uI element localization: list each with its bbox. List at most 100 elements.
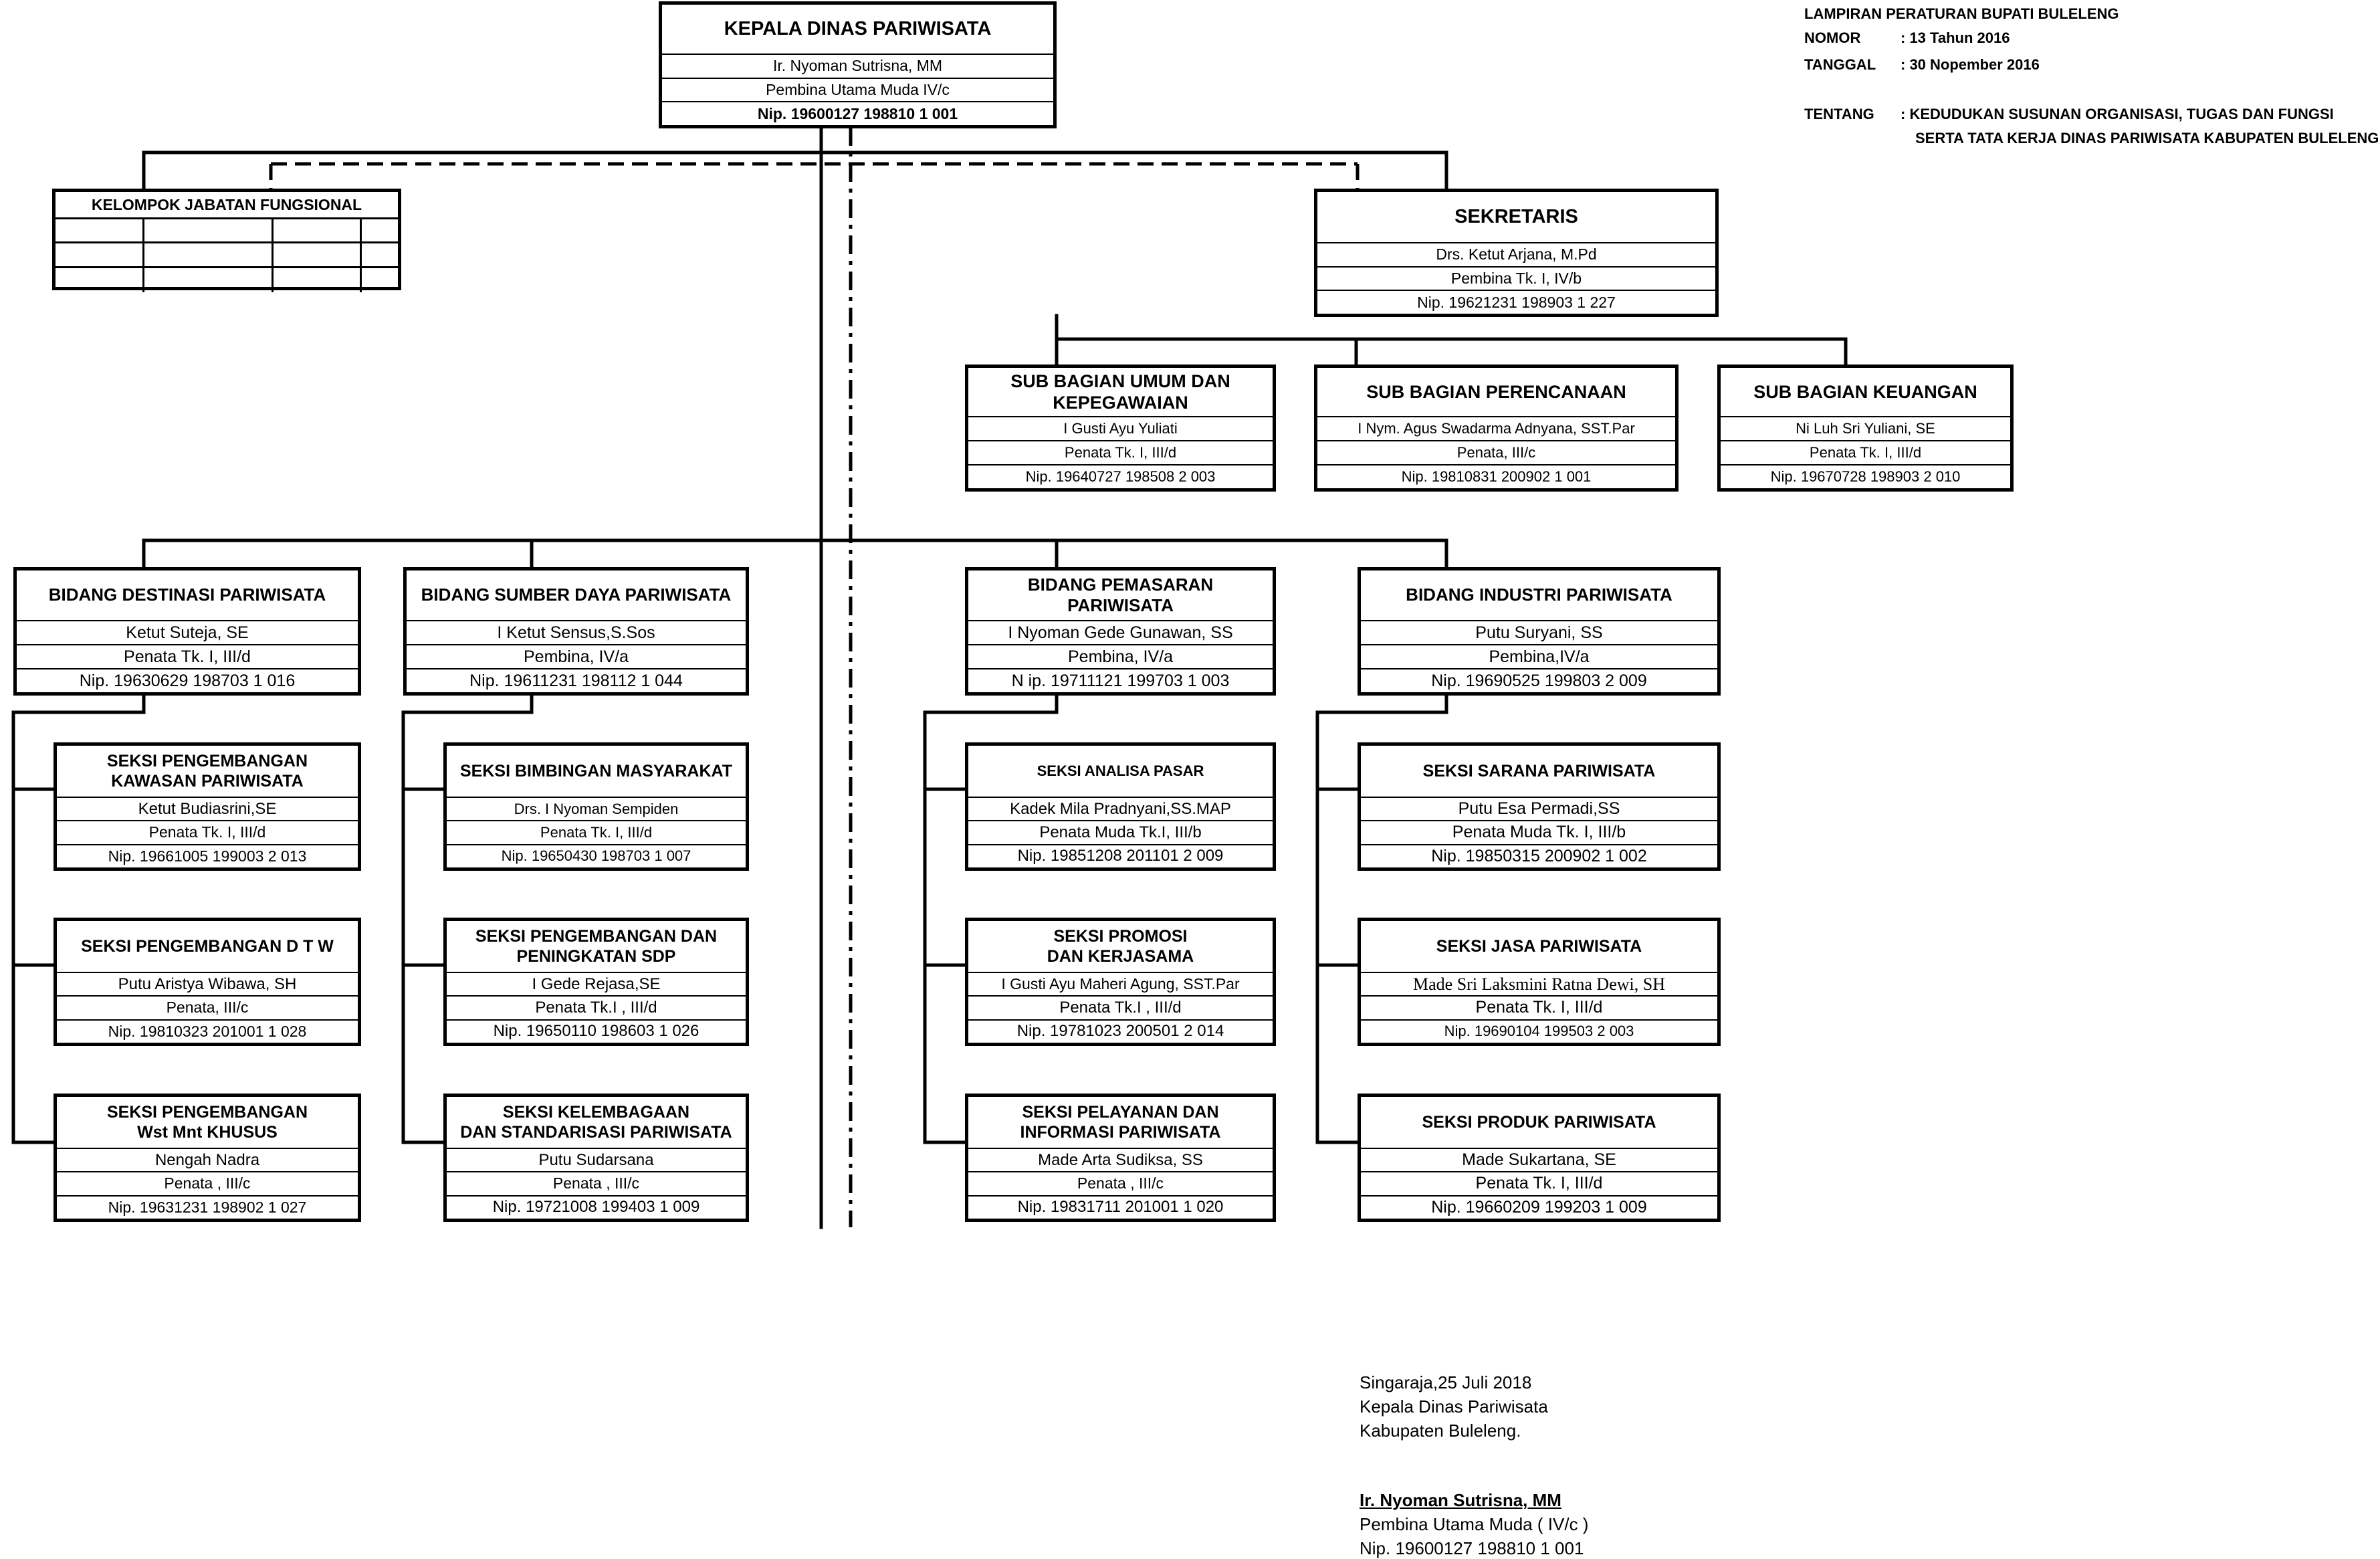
bidang-name: Ketut Suteja, SE <box>17 621 358 645</box>
signature-place-date: Singaraja,25 Juli 2018 <box>1360 1372 1532 1392</box>
seksi-title-line-2: KAWASAN PARIWISATA <box>111 772 304 791</box>
subbagian-keuangan-box: SUB BAGIAN KEUANGAN Ni Luh Sri Yuliani, … <box>1717 365 2014 492</box>
bidang-rank: Pembina, IV/a <box>407 645 746 669</box>
bidang-title: BIDANG DESTINASI PARIWISATA <box>17 570 358 621</box>
seksi-box: SEKSI PENGEMBANGAN Wst Mnt KHUSUS Nengah… <box>53 1094 361 1222</box>
seksi-title-line-1: SEKSI SARANA PARIWISATA <box>1422 762 1656 781</box>
seksi-rank: Penata Tk. I, III/d <box>1361 1172 1717 1197</box>
seksi-title-line-1: SEKSI ANALISA PASAR <box>1037 762 1204 779</box>
seksi-rank: Penata Tk. I, III/d <box>1361 997 1717 1021</box>
tentang-value-1: : KEDUDUKAN SUSUNAN ORGANISASI, TUGAS DA… <box>1901 106 2334 122</box>
signature-region: Kabupaten Buleleng. <box>1360 1421 1521 1441</box>
seksi-box: SEKSI PELAYANAN DAN INFORMASI PARIWISATA… <box>965 1094 1276 1222</box>
subbagian-nip: Nip. 19670728 198903 2 010 <box>1770 468 1961 485</box>
seksi-title: SEKSI BIMBINGAN MASYARAKAT <box>447 746 746 798</box>
seksi-title-line-2: Wst Mnt KHUSUS <box>137 1123 278 1142</box>
subbagian-title: SUB BAGIAN KEUANGAN <box>1721 368 2010 417</box>
subbagian-name: I Gusti Ayu Yuliati <box>968 417 1273 441</box>
seksi-title-line-1: SEKSI PROMOSI <box>1053 927 1188 946</box>
seksi-box: SEKSI SARANA PARIWISATA Putu Esa Permadi… <box>1358 742 1721 871</box>
subbagian-title: SUB BAGIAN PERENCANAAN <box>1317 368 1675 417</box>
tanggal-value: : 30 Nopember 2016 <box>1901 56 2040 73</box>
seksi-rank: Penata Muda Tk.I, III/b <box>968 821 1273 845</box>
signature-position: Kepala Dinas Pariwisata <box>1360 1396 1548 1417</box>
bidang-nip: N ip. 19711121 199703 1 003 <box>1011 671 1230 690</box>
bidang-nip: Nip. 19611231 198112 1 044 <box>469 671 683 690</box>
seksi-rank: Penata Tk. I, III/d <box>57 821 358 845</box>
seksi-nip: Nip. 19650110 198603 1 026 <box>493 1022 699 1041</box>
subbagian-rank: Penata, III/c <box>1317 441 1675 465</box>
lampiran-line: LAMPIRAN PERATURAN BUPATI BULELENG <box>1804 5 2119 22</box>
seksi-title: SEKSI PRODUK PARIWISATA <box>1361 1097 1717 1149</box>
seksi-name: Putu Esa Permadi,SS <box>1361 798 1717 822</box>
seksi-box: SEKSI JASA PARIWISATA Made Sri Laksmini … <box>1358 918 1721 1046</box>
signature-name: Ir. Nyoman Sutrisna, MM <box>1360 1490 1561 1510</box>
seksi-title-line-2: PENINGKATAN SDP <box>516 947 676 966</box>
subbagian-umum-box: SUB BAGIAN UMUM DAN KEPEGAWAIAN I Gusti … <box>965 365 1276 492</box>
seksi-title-line-1: SEKSI KELEMBAGAAN <box>502 1103 690 1122</box>
seksi-title-line-1: SEKSI PELAYANAN DAN <box>1022 1103 1219 1122</box>
seksi-nip: Nip. 19851208 201101 2 009 <box>1017 847 1224 865</box>
seksi-title-line-2: DAN STANDARISASI PARIWISATA <box>460 1123 732 1142</box>
kepala-title: KEPALA DINAS PARIWISATA <box>662 5 1053 55</box>
seksi-nip: Nip. 19781023 200501 2 014 <box>1016 1022 1224 1041</box>
seksi-box: SEKSI PENGEMBANGAN KAWASAN PARIWISATA Ke… <box>53 742 361 871</box>
seksi-box: SEKSI KELEMBAGAAN DAN STANDARISASI PARIW… <box>443 1094 749 1222</box>
seksi-title: SEKSI PENGEMBANGAN DAN PENINGKATAN SDP <box>447 921 746 973</box>
bidang-sumber-daya-box: BIDANG SUMBER DAYA PARIWISATA I Ketut Se… <box>403 567 749 696</box>
seksi-title-line-1: SEKSI PENGEMBANGAN D T W <box>81 937 334 956</box>
tentang-label: TENTANG <box>1804 106 1874 122</box>
seksi-name: Kadek Mila Pradnyani,SS.MAP <box>968 798 1273 822</box>
fungsional-grid <box>56 219 398 292</box>
seksi-box: SEKSI ANALISA PASAR Kadek Mila Pradnyani… <box>965 742 1276 871</box>
seksi-title: SEKSI PROMOSI DAN KERJASAMA <box>968 921 1273 973</box>
bidang-rank: Pembina, IV/a <box>968 645 1273 669</box>
sekretaris-title: SEKRETARIS <box>1317 192 1715 243</box>
seksi-nip: Nip. 19831711 201001 1 020 <box>1017 1198 1224 1217</box>
seksi-nip: Nip. 19690104 199503 2 003 <box>1444 1023 1634 1040</box>
signature-nip: Nip. 19600127 198810 1 001 <box>1360 1538 1584 1558</box>
seksi-name: I Gusti Ayu Maheri Agung, SST.Par <box>968 973 1273 997</box>
seksi-name: Drs. I Nyoman Sempiden <box>447 798 746 822</box>
bidang-nip: Nip. 19630629 198703 1 016 <box>79 671 296 690</box>
seksi-title: SEKSI JASA PARIWISATA <box>1361 921 1717 973</box>
seksi-rank: Penata Tk.I , III/d <box>447 997 746 1021</box>
subbagian-name: I Nym. Agus Swadarma Adnyana, SST.Par <box>1317 417 1675 441</box>
kepala-name: Ir. Nyoman Sutrisna, MM <box>662 55 1053 79</box>
seksi-name: I Gede Rejasa,SE <box>447 973 746 997</box>
seksi-rank: Penata, III/c <box>57 997 358 1021</box>
seksi-rank: Penata , III/c <box>447 1172 746 1197</box>
seksi-title-line-1: SEKSI BIMBINGAN MASYARAKAT <box>460 762 732 781</box>
nomor-value: : 13 Tahun 2016 <box>1901 29 2010 46</box>
seksi-box: SEKSI PENGEMBANGAN DAN PENINGKATAN SDP I… <box>443 918 749 1046</box>
subbagian-rank: Penata Tk. I, III/d <box>968 441 1273 465</box>
seksi-title-line-2: INFORMASI PARIWISATA <box>1020 1123 1221 1142</box>
seksi-name: Made Arta Sudiksa, SS <box>968 1149 1273 1173</box>
bidang-name: Putu Suryani, SS <box>1361 621 1717 645</box>
bidang-rank: Penata Tk. I, III/d <box>17 645 358 669</box>
seksi-title-line-2: DAN KERJASAMA <box>1047 947 1194 966</box>
seksi-box: SEKSI PROMOSI DAN KERJASAMA I Gusti Ayu … <box>965 918 1276 1046</box>
subbagian-title: SUB BAGIAN UMUM DAN KEPEGAWAIAN <box>968 368 1273 417</box>
seksi-nip: Nip. 19661005 199003 2 013 <box>108 847 307 865</box>
nomor-label: NOMOR <box>1804 29 1861 46</box>
subbagian-nip: Nip. 19810831 200902 1 001 <box>1401 468 1592 485</box>
tentang-value-2: SERTA TATA KERJA DINAS PARIWISATA KABUPA… <box>1915 130 2379 146</box>
bidang-rank: Pembina,IV/a <box>1361 645 1717 669</box>
seksi-rank: Penata , III/c <box>57 1172 358 1197</box>
kepala-rank: Pembina Utama Muda IV/c <box>662 79 1053 103</box>
bidang-title: BIDANG SUMBER DAYA PARIWISATA <box>407 570 746 621</box>
seksi-title-line-1: SEKSI PENGEMBANGAN DAN <box>475 927 718 946</box>
seksi-nip: Nip. 19721008 199403 1 009 <box>492 1198 700 1217</box>
sekretaris-name: Drs. Ketut Arjana, M.Pd <box>1317 243 1715 268</box>
seksi-title: SEKSI PENGEMBANGAN Wst Mnt KHUSUS <box>57 1097 358 1149</box>
seksi-title-line-1: SEKSI PRODUK PARIWISATA <box>1422 1113 1656 1132</box>
bidang-industri-box: BIDANG INDUSTRI PARIWISATA Putu Suryani,… <box>1358 567 1721 696</box>
seksi-title: SEKSI PELAYANAN DAN INFORMASI PARIWISATA <box>968 1097 1273 1149</box>
seksi-title: SEKSI SARANA PARIWISATA <box>1361 746 1717 798</box>
sekretaris-rank: Pembina Tk. I, IV/b <box>1317 268 1715 292</box>
seksi-nip: Nip. 19810323 201001 1 028 <box>108 1022 307 1040</box>
seksi-rank: Penata Tk.I , III/d <box>968 997 1273 1021</box>
tanggal-label: TANGGAL <box>1804 56 1876 73</box>
